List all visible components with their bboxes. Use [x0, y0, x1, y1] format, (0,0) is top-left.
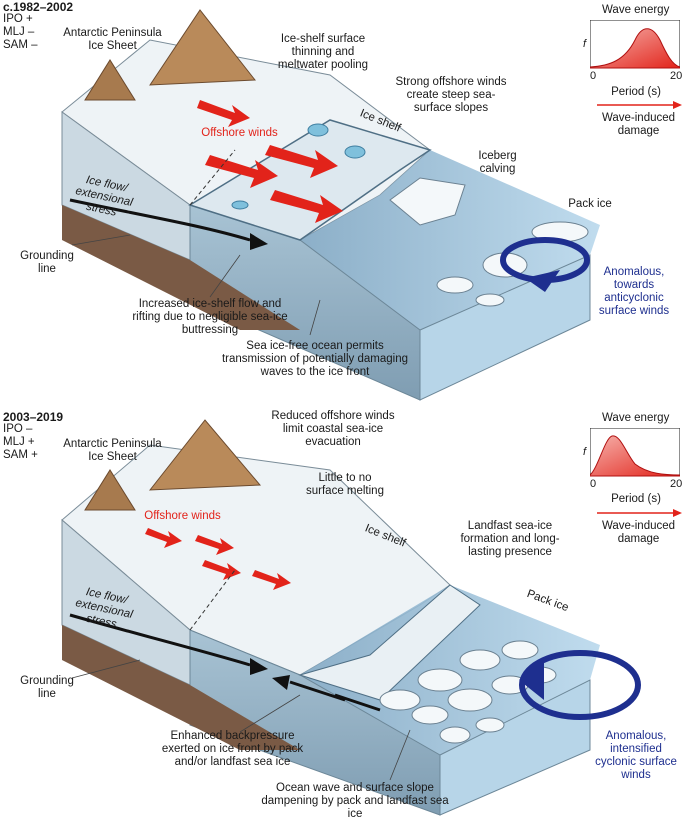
- ice-shelf: [188, 119, 432, 241]
- label-iceberg-calving: Iceberg calving: [478, 150, 517, 175]
- label-rifting: Increased ice-shelf flow and rifting due…: [132, 298, 288, 336]
- ice-flow-arrow: [69, 613, 251, 667]
- inset-title: Wave energy: [602, 412, 670, 424]
- label-sea-ice-free: Sea ice-free ocean permits transmission …: [221, 340, 409, 378]
- inset-damage: Wave-induced damage: [601, 520, 676, 545]
- pack-ice-floes: [379, 640, 557, 744]
- leader-line: [389, 729, 411, 781]
- label-landfast: Landfast sea-ice formation and long-last…: [460, 520, 560, 558]
- anomalous-circulation-ring: [519, 650, 641, 720]
- backpressure-arrow: [334, 693, 381, 712]
- inset-tick-min: 0: [590, 478, 597, 490]
- damage-arrow: [597, 101, 682, 109]
- label-grounding-line: Grounding line: [20, 250, 74, 275]
- index-mlj: MLJ +: [3, 436, 35, 448]
- label-pack-ice: Pack ice: [568, 198, 612, 210]
- label-ice-sheet: Antarctic Peninsula Ice Sheet: [63, 438, 162, 463]
- inset-xlabel: Period (s): [611, 86, 661, 98]
- inset-ylabel: f: [583, 446, 587, 458]
- ice-flow-arrowhead: [250, 658, 268, 675]
- meltwater-pond: [307, 123, 329, 137]
- damage-arrow: [597, 509, 682, 517]
- label-reduced-winds: Reduced offshore winds limit coastal sea…: [271, 410, 395, 448]
- inset-tick-max: 20: [670, 70, 683, 82]
- inset-title: Wave energy: [602, 4, 670, 16]
- inset-damage: Wave-induced damage: [601, 112, 676, 137]
- pack-ice-floe: [475, 293, 505, 307]
- label-anomalous-winds: Anomalous, intensified cyclonic surface …: [595, 730, 677, 781]
- meltwater-pond: [231, 200, 249, 210]
- block-diagram-2003-2019: [61, 419, 641, 816]
- leader-line: [239, 694, 301, 733]
- index-sam: SAM –: [3, 39, 38, 51]
- wave-energy-plot: [590, 20, 680, 69]
- panel-2003-2019: 2003–2019 IPO – MLJ + SAM + Antarctic Pe…: [0, 410, 685, 820]
- backpressure-arrow: [289, 680, 346, 702]
- label-anomalous-winds: Anomalous, towards anticyclonic surface …: [598, 266, 670, 317]
- grounding-line: [189, 149, 236, 206]
- period-title: c.1982–2002: [3, 0, 74, 14]
- inset-ylabel: f: [583, 38, 587, 50]
- inset-xlabel: Period (s): [611, 493, 661, 505]
- pack-ice-floe: [436, 276, 474, 294]
- meltwater-pond: [344, 145, 366, 159]
- block-diagram-1982-2002: [61, 9, 600, 401]
- wave-energy-plot: [590, 428, 680, 477]
- label-grounding-line: Grounding line: [20, 675, 74, 700]
- period-title: 2003–2019: [3, 410, 64, 424]
- index-ipo: IPO –: [3, 423, 33, 435]
- climate-indices: IPO – MLJ + SAM +: [3, 423, 38, 462]
- anomalous-circulation-arrowhead: [519, 660, 544, 700]
- mountain: [84, 469, 136, 511]
- leader-line: [309, 299, 321, 336]
- wave-energy-curve: [590, 28, 680, 69]
- grounding-line: [189, 569, 236, 631]
- label-ice-sheet: Antarctic Peninsula Ice Sheet: [63, 27, 162, 52]
- label-backpressure: Enhanced backpressure exerted on ice fro…: [161, 730, 304, 768]
- ice-flow-arrowhead: [250, 233, 268, 250]
- label-strong-winds: Strong offshore winds create steep sea-s…: [395, 76, 507, 114]
- index-ipo: IPO +: [3, 13, 33, 25]
- ice-flow-arrow: [69, 198, 251, 242]
- label-little-melting: Little to no surface melting: [306, 472, 384, 497]
- mountain: [84, 59, 136, 101]
- index-sam: SAM +: [3, 449, 38, 461]
- landfast-sea-ice: [298, 584, 481, 701]
- wave-energy-curve: [590, 435, 680, 477]
- offshore-wind-arrows: [197, 100, 343, 223]
- leader-line: [71, 659, 141, 679]
- inset-tick-min: 0: [590, 70, 597, 82]
- bedrock: [62, 625, 300, 750]
- mountain: [148, 419, 262, 491]
- label-dampening: Ocean wave and surface slope dampening b…: [261, 782, 449, 820]
- iceberg: [389, 177, 466, 226]
- leader-line: [71, 234, 131, 246]
- climate-indices: IPO + MLJ – SAM –: [3, 13, 38, 52]
- index-mlj: MLJ –: [3, 26, 35, 38]
- backpressure-arrowhead: [272, 675, 290, 690]
- label-offshore-winds: Offshore winds: [144, 510, 221, 522]
- label-offshore-winds: Offshore winds: [201, 127, 278, 139]
- label-surface-thinning: Ice-shelf surface thinning and meltwater…: [277, 33, 369, 71]
- mountain: [149, 9, 256, 86]
- inset-tick-max: 20: [670, 478, 683, 490]
- offshore-wind-arrows: [145, 528, 291, 590]
- panel-1982-2002: c.1982–2002 IPO + MLJ – SAM – Antarctic …: [0, 0, 685, 408]
- ocean-surface: [300, 150, 600, 330]
- anomalous-circulation-arrowhead: [525, 270, 560, 292]
- leader-line: [209, 254, 241, 298]
